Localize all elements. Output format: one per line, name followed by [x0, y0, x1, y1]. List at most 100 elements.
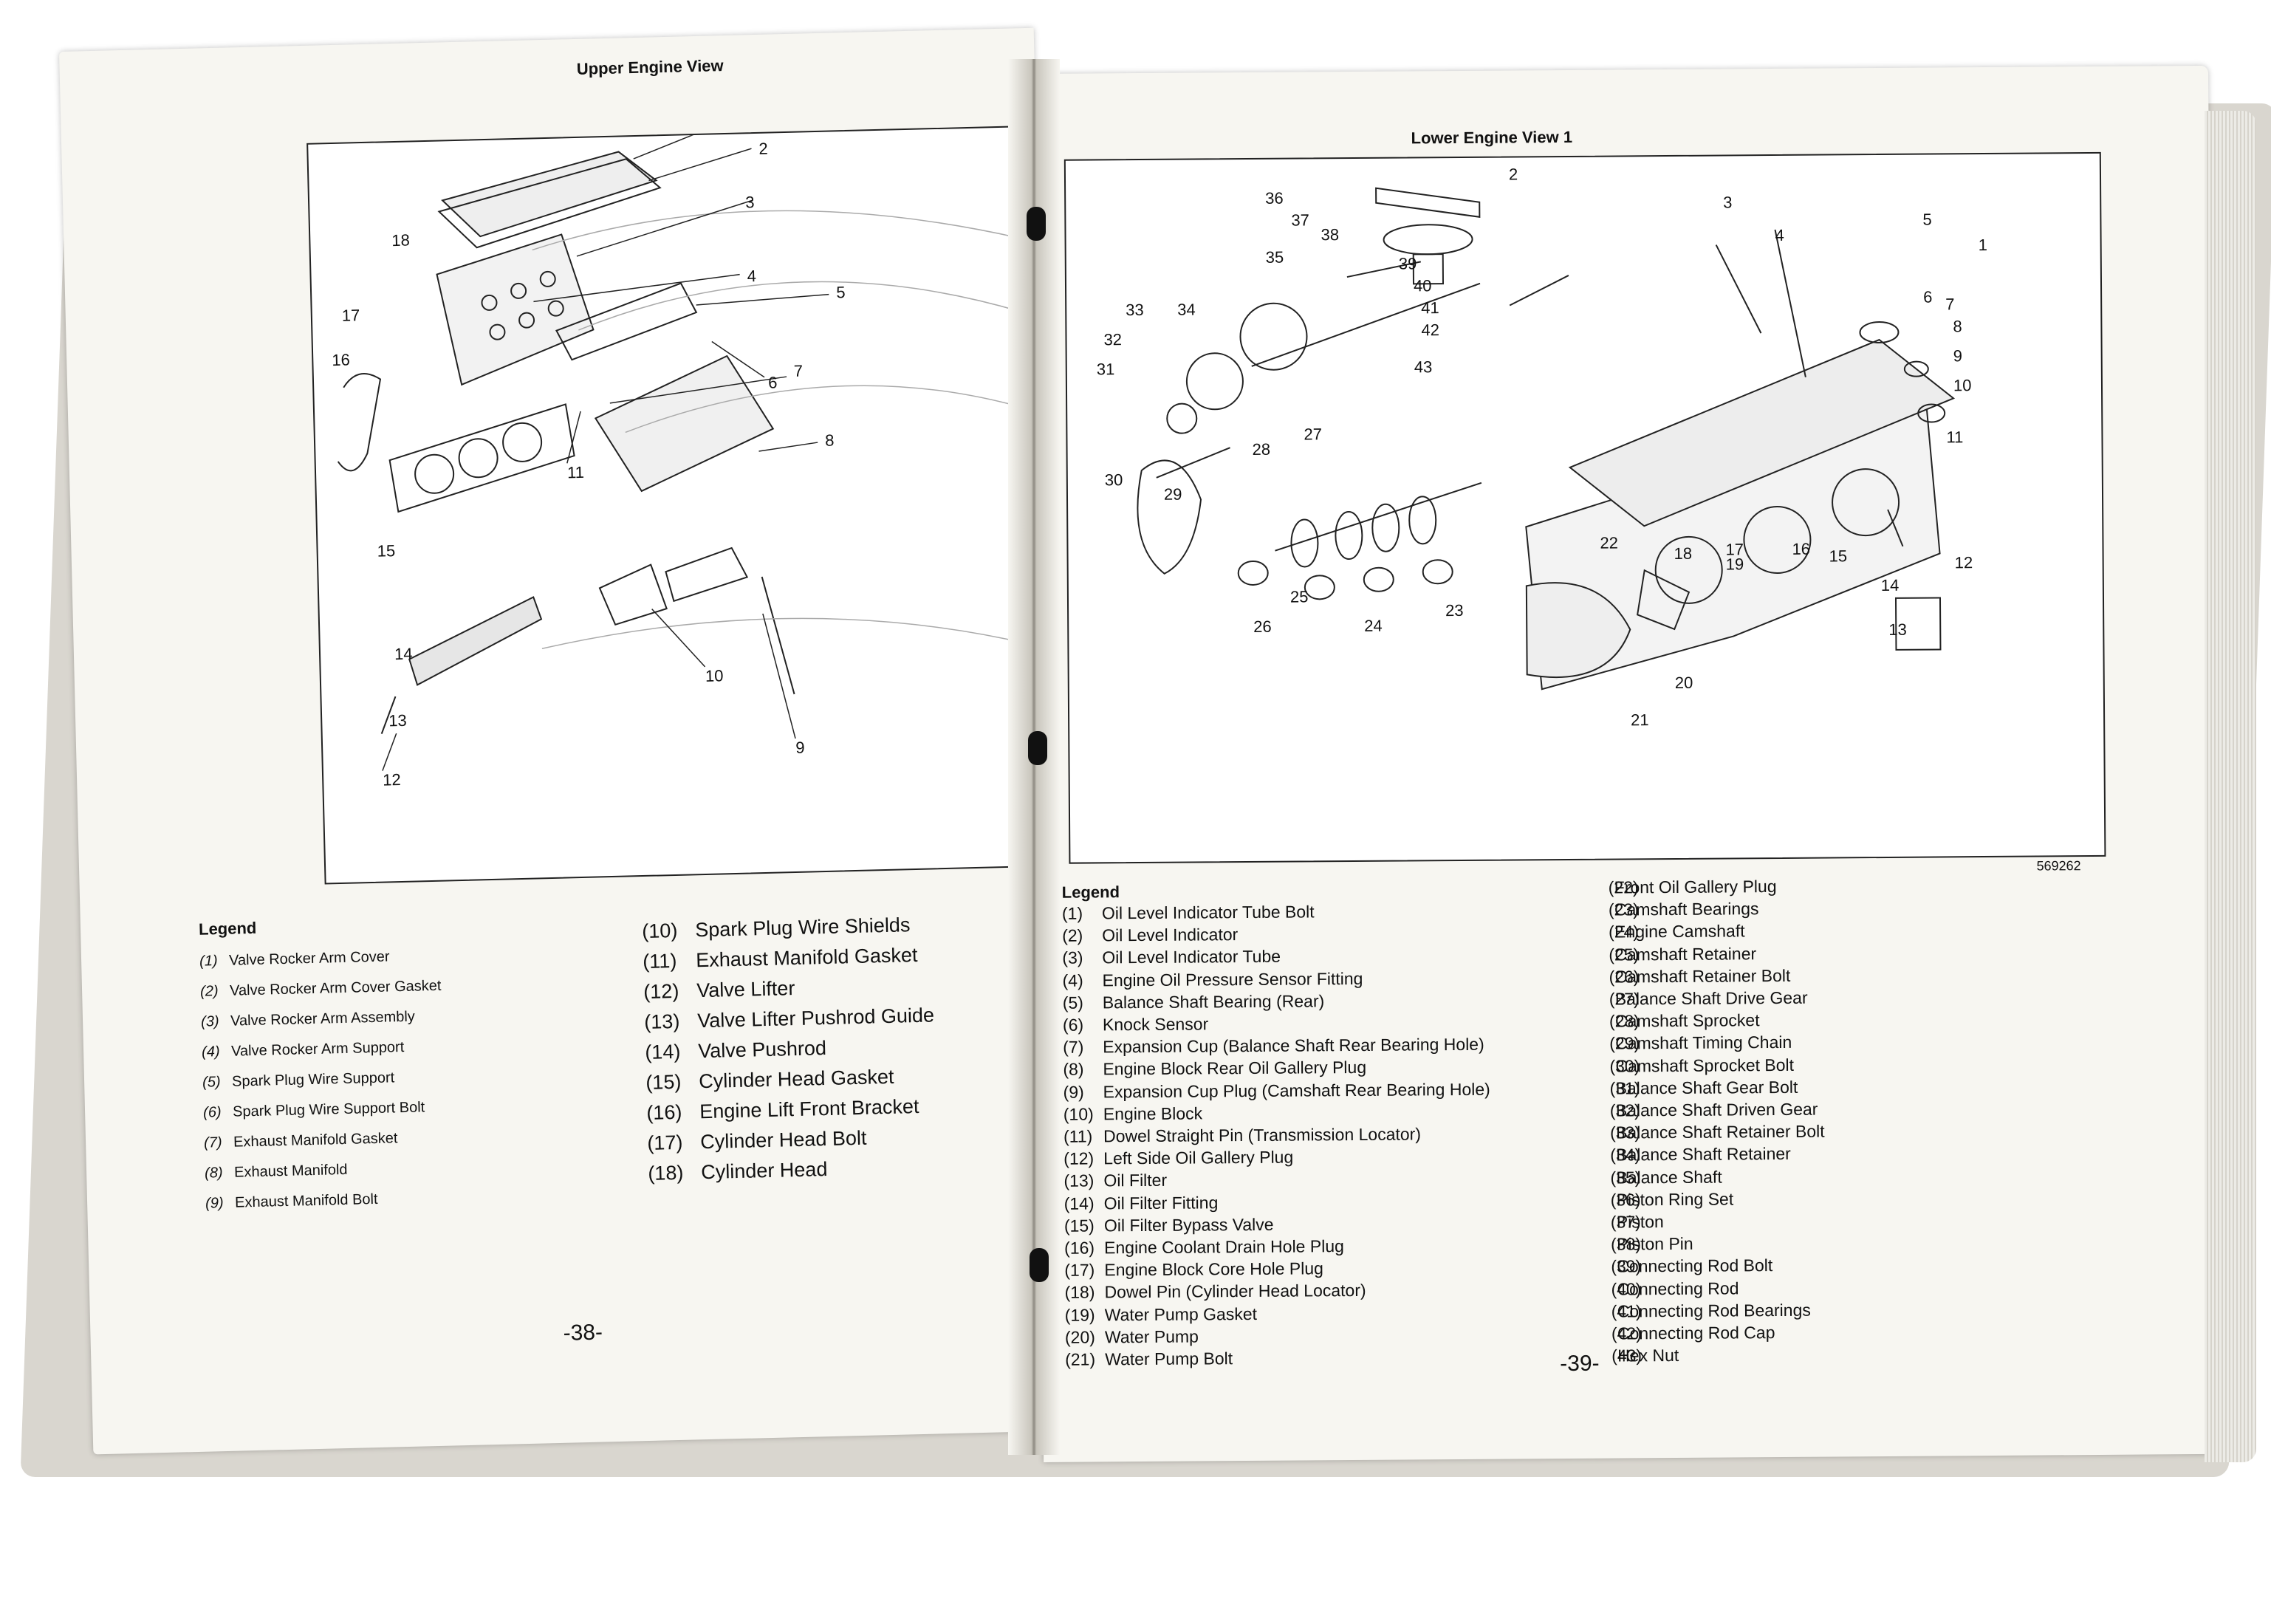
callout-30: 30: [1105, 470, 1123, 489]
legend-item: (1)Oil Level Indicator Tube Bolt: [1061, 902, 1315, 923]
legend-item: (37)Piston: [1610, 1212, 1664, 1232]
callout-11: 11: [1946, 428, 1963, 446]
callout-42: 42: [1421, 321, 1439, 339]
legend-item: (18)Dowel Pin (Cylinder Head Locator): [1064, 1281, 1366, 1303]
callout-19: 19: [1726, 555, 1744, 573]
callout-10: 10: [1953, 376, 1972, 394]
legend-item: (5)Balance Shaft Bearing (Rear): [1062, 991, 1325, 1013]
callout-5: 5: [1922, 210, 1931, 229]
legend-item: (12)Left Side Oil Gallery Plug: [1063, 1147, 1294, 1168]
legend-item: (29)Camshaft Timing Chain: [1609, 1032, 1792, 1054]
callout-40: 40: [1414, 276, 1432, 295]
callout-22: 22: [1600, 533, 1618, 552]
legend-item: (42)Connecting Rod Cap: [1611, 1323, 1775, 1343]
callout-39: 39: [1399, 254, 1417, 273]
callout-3: 3: [745, 193, 755, 211]
legend-item: (7)Expansion Cup (Balance Shaft Rear Bea…: [1063, 1034, 1484, 1057]
legend-item: (18)Cylinder Head: [647, 1158, 828, 1185]
callout-21: 21: [1631, 710, 1649, 729]
legend-item: (32)Balance Shaft Driven Gear: [1609, 1099, 1818, 1120]
callout-32: 32: [1103, 330, 1122, 349]
legend-item: (19)Water Pump Gasket: [1064, 1303, 1258, 1325]
callout-1: 1: [1979, 236, 1987, 254]
legend-item: (21)Water Pump Bolt: [1065, 1349, 1233, 1369]
legend-item: (30)Camshaft Sprocket Bolt: [1609, 1055, 1795, 1076]
left-page-number: -38-: [563, 1320, 603, 1346]
legend-item: (36)Piston Ring Set: [1610, 1189, 1734, 1210]
callout-20: 20: [1675, 674, 1693, 692]
legend-item: (41)Connecting Rod Bearings: [1611, 1300, 1811, 1321]
callout-23: 23: [1445, 601, 1464, 620]
callout-34: 34: [1177, 300, 1196, 318]
legend-item: (38)Piston Pin: [1610, 1234, 1693, 1254]
callout-26: 26: [1253, 617, 1272, 636]
callout-41: 41: [1421, 298, 1439, 317]
right-legend-column-1: (1)Oil Level Indicator Tube Bolt (2)Oil …: [1062, 900, 1493, 1371]
legend-item: (33)Balance Shaft Retainer Bolt: [1609, 1121, 1825, 1142]
callout-25: 25: [1290, 587, 1309, 606]
callout-27: 27: [1304, 425, 1322, 443]
callout-12: 12: [383, 770, 401, 789]
legend-item: (35)Balance Shaft: [1610, 1167, 1722, 1188]
callout-3: 3: [1723, 193, 1732, 211]
legend-item: (31)Balance Shaft Gear Bolt: [1609, 1077, 1798, 1098]
callout-2: 2: [1509, 165, 1518, 183]
callout-13: 13: [1888, 620, 1907, 639]
legend-item: (34)Balance Shaft Retainer: [1610, 1144, 1791, 1165]
legend-item: (6)Knock Sensor: [1062, 1014, 1209, 1035]
callout-24: 24: [1364, 617, 1383, 635]
legend-item: (28)Camshaft Sprocket: [1609, 1010, 1760, 1031]
callout-4: 4: [747, 267, 756, 285]
legend-item: (39)Connecting Rod Bolt: [1611, 1255, 1773, 1277]
legend-item: (43)Hex Nut: [1611, 1346, 1679, 1366]
left-legend-title: Legend: [198, 918, 257, 939]
legend-item: (9)Expansion Cup Plug (Camshaft Rear Bea…: [1063, 1079, 1490, 1102]
upper-engine-view-title: Upper Engine View: [576, 56, 724, 78]
binding-hole: [1027, 207, 1046, 241]
callout-7: 7: [794, 362, 804, 380]
legend-item: (14)Oil Filter Fitting: [1063, 1192, 1219, 1213]
binding-hole: [1030, 1248, 1049, 1282]
callout-17: 17: [342, 306, 360, 325]
callout-12: 12: [1955, 553, 1973, 572]
lower-engine-view-title: Lower Engine View 1: [1411, 127, 1573, 148]
callout-8: 8: [825, 431, 835, 450]
legend-item: (3)Valve Rocker Arm Assembly: [200, 1008, 416, 1030]
callout-18: 18: [1674, 544, 1692, 563]
callout-16: 16: [332, 351, 350, 370]
callout-7: 7: [1945, 295, 1954, 313]
callout-9: 9: [1953, 346, 1962, 365]
callout-28: 28: [1252, 440, 1270, 459]
callout-38: 38: [1321, 225, 1339, 244]
legend-item: (15)Oil Filter Bypass Valve: [1063, 1214, 1274, 1236]
callout-16: 16: [1792, 540, 1810, 558]
callout-2: 2: [758, 140, 768, 158]
legend-item: (24)Engine Camshaft: [1609, 921, 1745, 942]
callout-9: 9: [795, 739, 805, 757]
callout-33: 33: [1126, 301, 1144, 319]
callout-29: 29: [1164, 485, 1182, 504]
legend-item: (27)Balance Shaft Drive Gear: [1609, 987, 1808, 1009]
right-page-number: -39-: [1560, 1351, 1600, 1377]
callout-37: 37: [1291, 210, 1309, 229]
legend-item: (16)Engine Coolant Drain Hole Plug: [1064, 1236, 1344, 1258]
legend-item: (20)Water Pump: [1064, 1326, 1199, 1347]
left-legend-column-1: (1)Valve Rocker Arm Cover (2)Valve Rocke…: [199, 941, 447, 1219]
callout-35: 35: [1266, 248, 1284, 267]
right-legend-column-2: (22)Front Oil Gallery Plug (23)Camshaft …: [1609, 875, 1826, 1367]
callout-17: 17: [1725, 540, 1744, 558]
binding-hole: [1028, 731, 1047, 765]
callout-31: 31: [1097, 360, 1115, 378]
legend-item: (4)Engine Oil Pressure Sensor Fitting: [1062, 968, 1363, 990]
left-legend-column-2: (10)Spark Plug Wire Shields (11)Exhaust …: [642, 909, 939, 1188]
callout-43: 43: [1414, 357, 1433, 376]
right-legend-title: Legend: [1061, 883, 1120, 902]
legend-item: (3)Oil Level Indicator Tube: [1062, 947, 1281, 968]
legend-item: (26)Camshaft Retainer Bolt: [1609, 965, 1791, 987]
right-page: Lower Engine View 1: [1034, 65, 2219, 1462]
callout-4: 4: [1775, 226, 1784, 244]
callout-15: 15: [377, 541, 395, 561]
legend-item: (13)Oil Filter: [1063, 1171, 1168, 1191]
